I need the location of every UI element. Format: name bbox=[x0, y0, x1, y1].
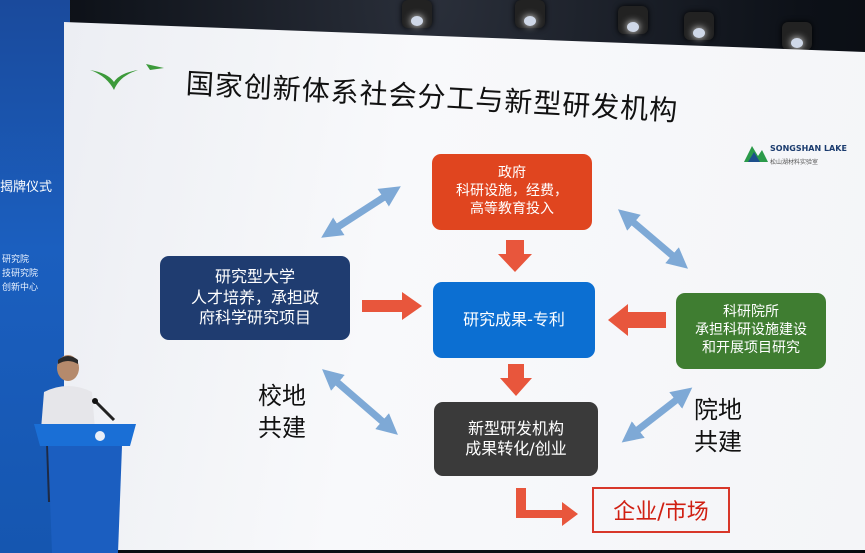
label-line: 共建 bbox=[258, 414, 306, 443]
bird-logo-icon bbox=[90, 64, 164, 90]
brand-name: SONGSHAN LAKE bbox=[770, 144, 847, 153]
double-arrow-icon bbox=[322, 369, 398, 435]
stage-light bbox=[618, 6, 648, 34]
label-line: 校地 bbox=[258, 382, 306, 410]
ceremony-text: 揭牌仪式 bbox=[0, 180, 53, 195]
microphone-icon bbox=[92, 398, 116, 422]
school-local-label: 校地 共建 bbox=[258, 380, 306, 445]
side-banner: 揭牌仪式 研究院 技研究院 创新中心 bbox=[0, 0, 70, 553]
podium bbox=[34, 424, 136, 553]
double-arrow-icon bbox=[618, 209, 688, 269]
left-arrow-icon bbox=[608, 304, 666, 336]
university-box: 研究型大学 人才培养，承担政 府科学研究项目 bbox=[160, 256, 350, 340]
government-detail: 科研设施，经费， bbox=[456, 183, 568, 200]
stage-light bbox=[684, 12, 714, 40]
right-arrow-icon bbox=[362, 292, 422, 320]
stage-light bbox=[782, 22, 812, 50]
government-box: 政府 科研设施，经费， 高等教育投入 bbox=[432, 154, 592, 230]
research-institutes-box: 科研院所 承担科研设施建设 和开展项目研究 bbox=[676, 293, 826, 369]
bent-arrow-icon bbox=[516, 488, 578, 526]
double-arrow-icon bbox=[621, 387, 693, 443]
side-line: 技研究院 bbox=[2, 269, 39, 279]
new-institution-detail: 成果转化/创业 bbox=[465, 439, 567, 458]
institute-local-label: 院地 共建 bbox=[694, 394, 742, 459]
institutes-title: 科研院所 bbox=[723, 304, 779, 321]
institutes-detail: 承担科研设施建设 bbox=[695, 322, 807, 339]
university-title: 研究型大学 bbox=[214, 267, 295, 287]
university-detail: 府科学研究项目 bbox=[198, 308, 311, 328]
songshan-lake-logo-icon bbox=[744, 146, 768, 162]
enterprise-market-box: 企业/市场 bbox=[592, 487, 730, 533]
label-line: 共建 bbox=[694, 428, 742, 457]
new-institution-title: 新型研发机构 bbox=[467, 418, 564, 438]
institutes-detail: 和开展项目研究 bbox=[702, 339, 800, 356]
new-rd-institution-box: 新型研发机构 成果转化/创业 bbox=[434, 402, 598, 476]
government-title: 政府 bbox=[498, 165, 526, 182]
side-line: 研究院 bbox=[2, 255, 30, 265]
side-line: 创新中心 bbox=[2, 283, 39, 293]
brand-subtitle: 松山湖材料实验室 bbox=[770, 159, 819, 166]
double-arrow-icon bbox=[321, 186, 401, 238]
research-results-title: 研究成果-专利 bbox=[463, 309, 565, 329]
down-arrow-icon bbox=[500, 364, 532, 396]
research-results-box: 研究成果-专利 bbox=[433, 282, 595, 358]
down-arrow-icon bbox=[498, 240, 532, 272]
university-detail: 人才培养，承担政 bbox=[190, 287, 319, 307]
stage-light bbox=[402, 0, 432, 28]
label-line: 院地 bbox=[694, 396, 742, 424]
government-detail: 高等教育投入 bbox=[470, 200, 554, 217]
stage-light bbox=[515, 0, 545, 28]
